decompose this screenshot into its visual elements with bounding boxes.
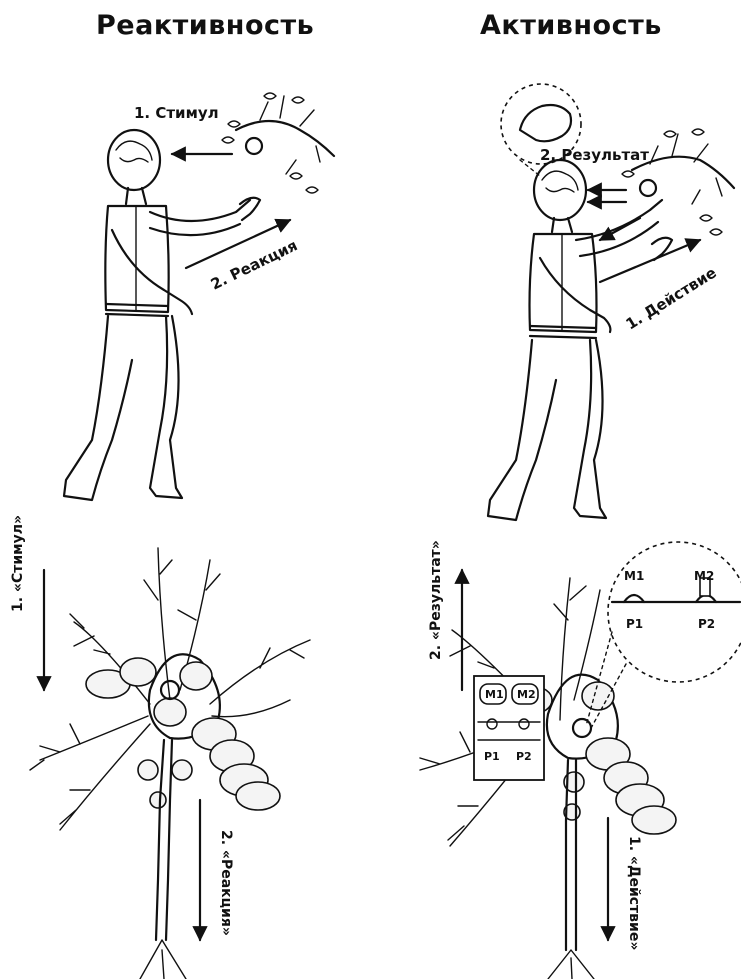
label-neuron-stimulus: 1. «Стимул» <box>10 515 26 612</box>
hand-icon <box>520 105 571 141</box>
label-reaction: 2. Реакция <box>208 236 300 293</box>
label-stimulus: 1. Стимул <box>134 104 219 122</box>
label-neuron-action: 1. «Действие» <box>626 836 642 950</box>
box-m1-label: M1 <box>485 688 504 701</box>
reactive-man-figure <box>64 130 260 500</box>
label-action: 1. Действие <box>623 263 720 333</box>
zoom-m1-label: M1 <box>624 569 644 583</box>
label-result: 2. Результат <box>540 146 649 164</box>
box-p2-label: P2 <box>516 750 532 763</box>
box-m2-label: M2 <box>517 688 536 701</box>
label-neuron-reaction: 2. «Реакция» <box>218 830 234 936</box>
box-p1-label: P1 <box>484 750 500 763</box>
zoom-p2-label: P2 <box>698 617 715 631</box>
neuron-left-figure <box>30 548 310 979</box>
zoom-p1-label: P1 <box>626 617 643 631</box>
branch-left-icon <box>222 93 334 193</box>
active-man-figure <box>488 160 672 520</box>
label-neuron-result: 2. «Результат» <box>428 540 444 660</box>
zoom-m2-label: M2 <box>694 569 714 583</box>
result-arrow-3 <box>600 218 640 240</box>
